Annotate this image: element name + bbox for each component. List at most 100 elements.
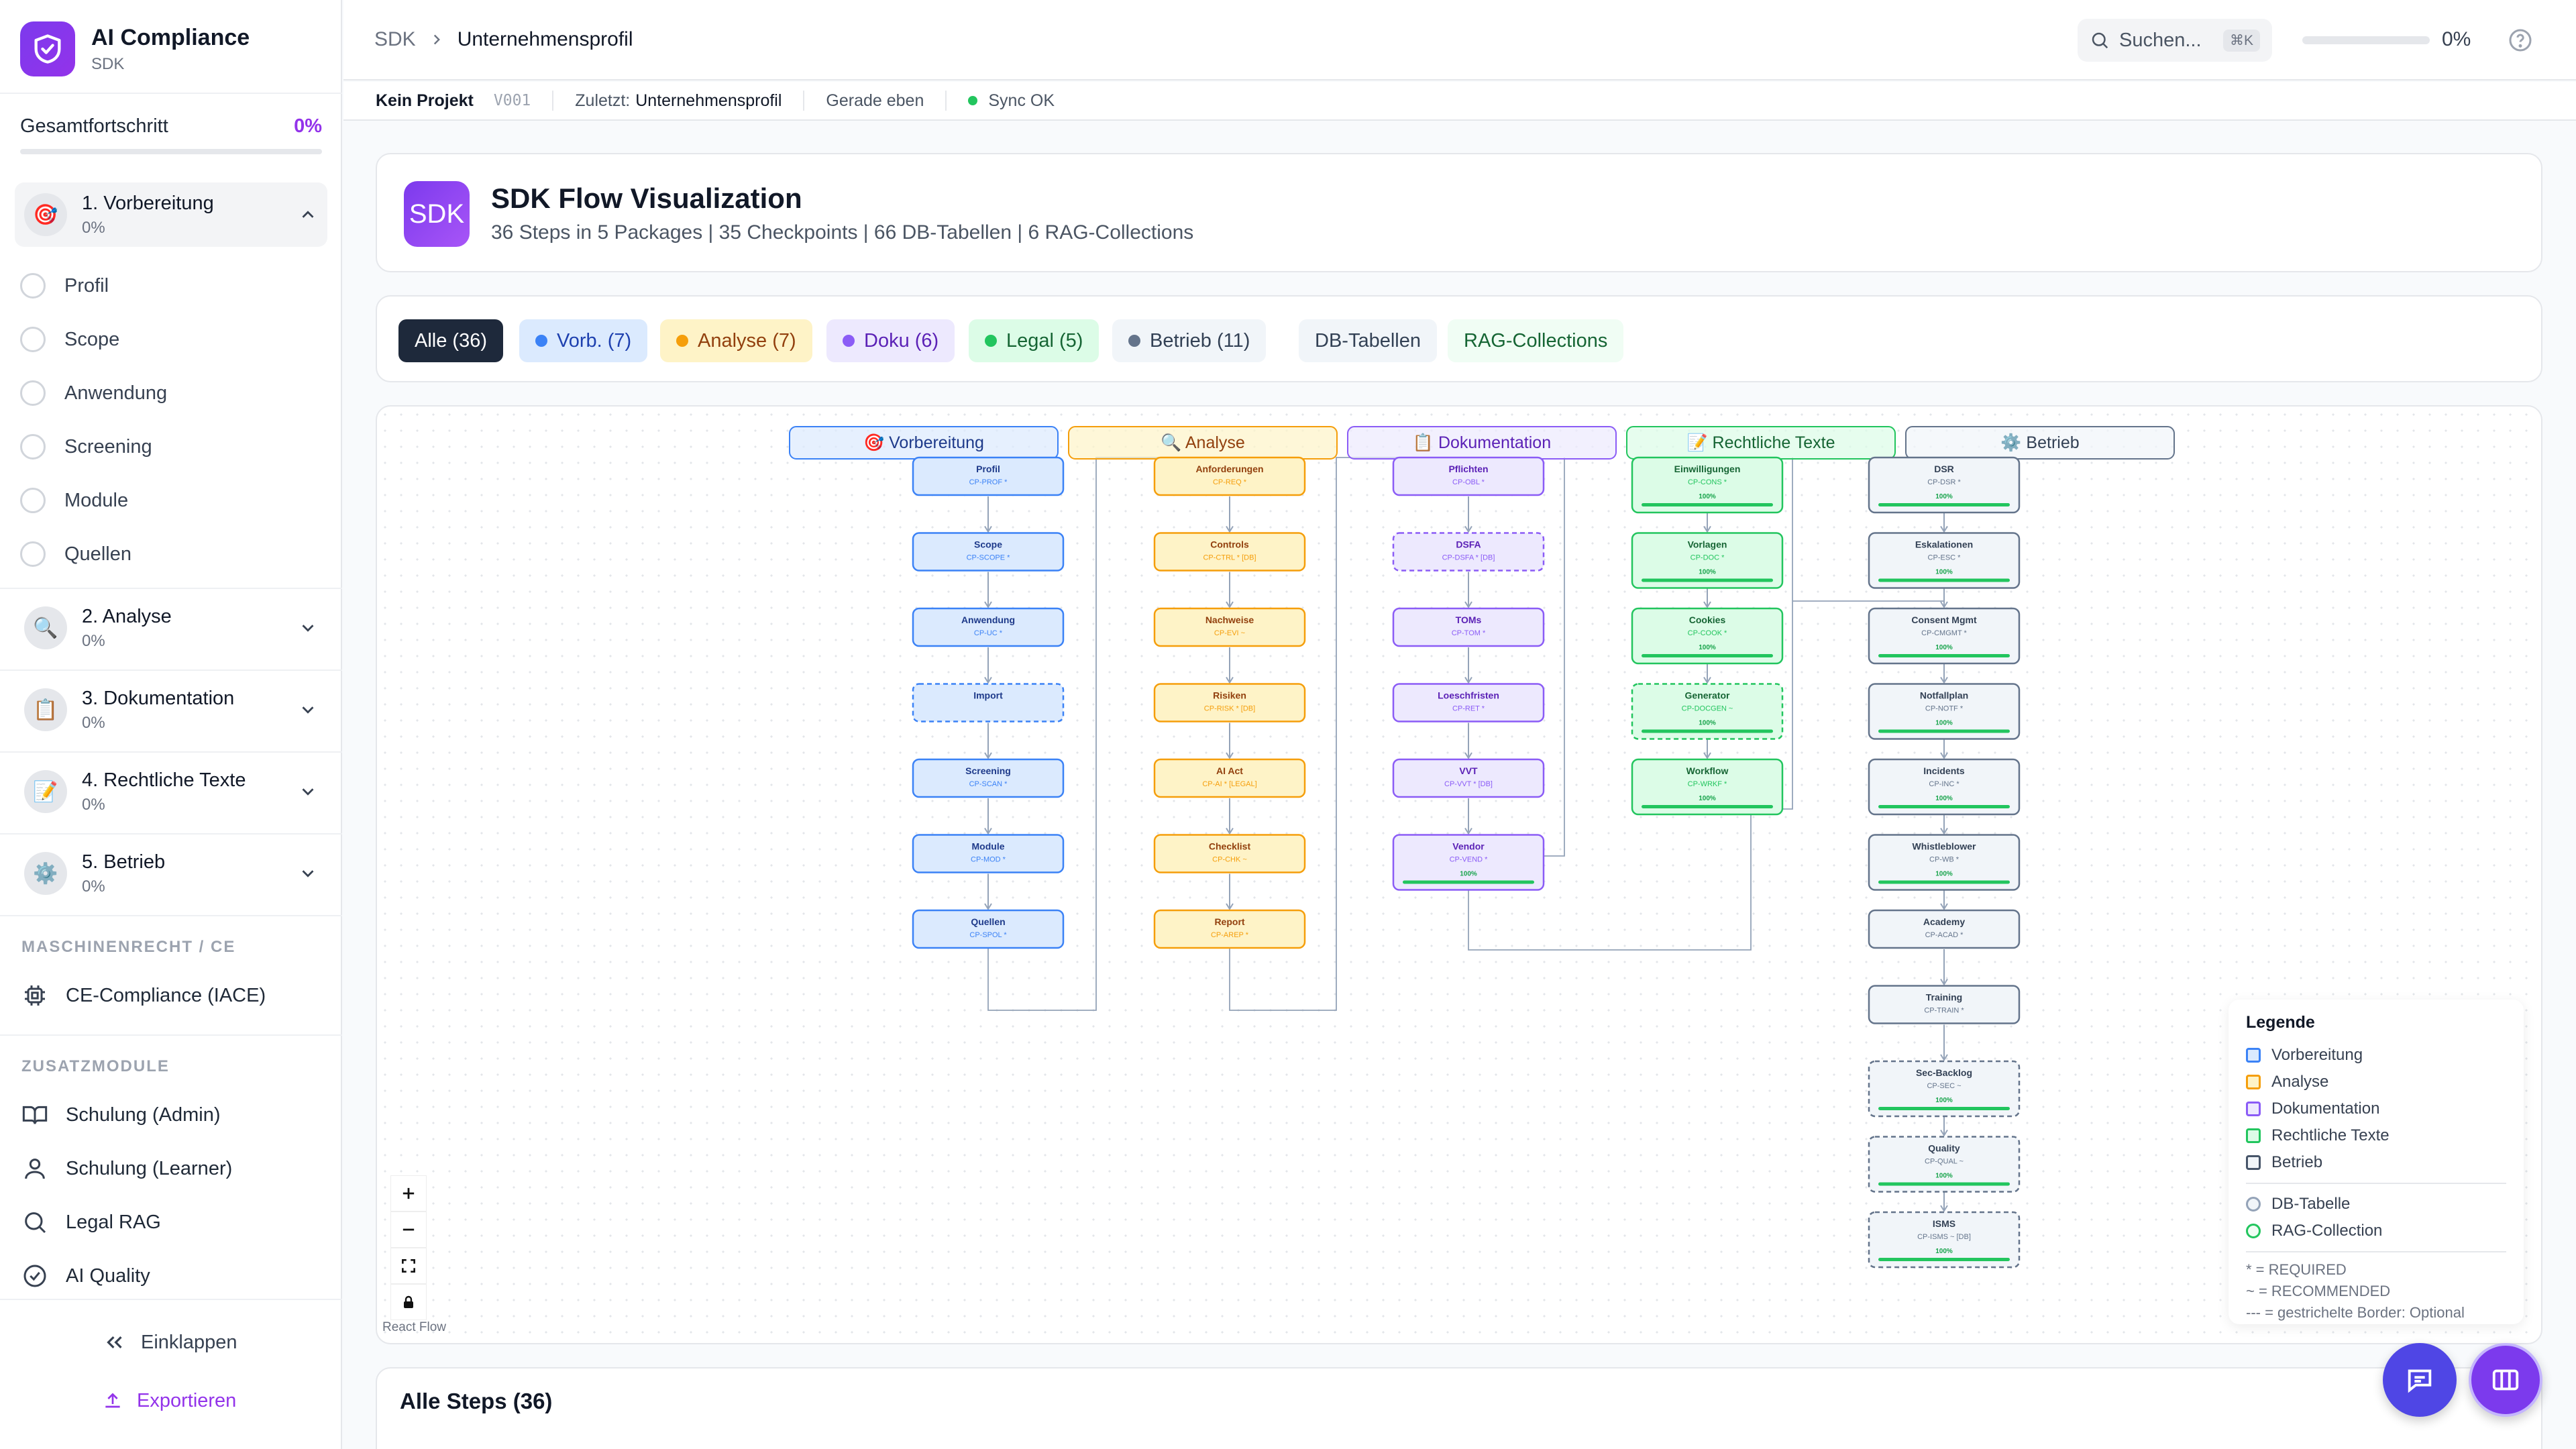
filter-legal[interactable]: Legal (5) xyxy=(969,319,1099,362)
zoom-out-button[interactable] xyxy=(390,1212,427,1248)
panel-toggle-button[interactable] xyxy=(2469,1343,2542,1417)
package-dokumentation[interactable]: 📋 3. Dokumentation 0% xyxy=(15,678,327,742)
saved-status: Gerade eben xyxy=(826,91,924,110)
minus-icon xyxy=(402,1228,415,1231)
filter-rag-collections[interactable]: RAG-Collections xyxy=(1448,319,1624,362)
lock-button[interactable] xyxy=(390,1284,427,1320)
legend-label: Dokumentation xyxy=(2271,1099,2380,1118)
filter-analyse[interactable]: Analyse (7) xyxy=(660,319,812,362)
step-module[interactable]: Module xyxy=(20,488,128,513)
zoom-in-button[interactable] xyxy=(390,1175,427,1212)
link-schulung-admin[interactable]: Schulung (Admin) xyxy=(21,1102,221,1128)
brand[interactable]: AI Compliance SDK xyxy=(20,21,250,76)
status-bar: Kein Projekt V001 Zuletzt: Unternehmensp… xyxy=(343,82,2576,121)
package-header-betrieb[interactable]: ⚙️ Betrieb xyxy=(1905,426,2175,460)
package-betrieb[interactable]: ⚙️ 5. Betrieb 0% xyxy=(15,841,327,906)
breadcrumb-root[interactable]: SDK xyxy=(374,28,416,50)
node-checkpoint: CP-REQ * xyxy=(1213,478,1247,486)
node-box xyxy=(1153,532,1306,572)
help-circle-icon[interactable] xyxy=(2507,27,2534,54)
package-header-dokumentation[interactable]: 📋 Dokumentation xyxy=(1347,426,1617,460)
radio-circle-icon xyxy=(20,434,46,460)
step-screening[interactable]: Screening xyxy=(20,434,152,460)
edge-arrow xyxy=(1940,903,1948,910)
filter-vorbereitung[interactable]: Vorb. (7) xyxy=(519,319,648,362)
project-name[interactable]: Kein Projekt xyxy=(376,91,474,110)
node-progress-label: 100% xyxy=(1460,871,1477,878)
fit-view-button[interactable] xyxy=(390,1248,427,1284)
link-ce-compliance[interactable]: CE-Compliance (IACE) xyxy=(21,982,266,1009)
step-label: Profil xyxy=(64,274,109,297)
filter-db-tabellen[interactable]: DB-Tabellen xyxy=(1299,319,1437,362)
package-analyse[interactable]: 🔍 2. Analyse 0% xyxy=(15,596,327,660)
node-box xyxy=(1153,607,1306,647)
step-anwendung[interactable]: Anwendung xyxy=(20,380,167,406)
filter-betrieb[interactable]: Betrieb (11) xyxy=(1112,319,1267,362)
step-profil[interactable]: Profil xyxy=(20,273,109,299)
filter-all[interactable]: Alle (36) xyxy=(398,319,503,362)
package-vorbereitung[interactable]: 🎯 1. Vorbereitung 0% xyxy=(15,182,327,247)
node-box xyxy=(1868,456,2021,514)
flow-graph[interactable]: 🎯 Vorbereitung 🔍 Analyse 📋 Dokumentation 📝 … xyxy=(377,407,2542,1344)
export-button[interactable]: Exportieren xyxy=(102,1390,236,1412)
lock-icon xyxy=(404,1295,413,1308)
flow-node-import[interactable]: Import xyxy=(912,683,1065,722)
filter-doku[interactable]: Doku (6) xyxy=(826,319,955,362)
react-flow-attribution[interactable]: React Flow xyxy=(382,1320,447,1334)
link-schulung-learner[interactable]: Schulung (Learner) xyxy=(21,1155,232,1182)
flow-canvas[interactable]: 🎯 Vorbereitung 🔍 Analyse 📋 Dokumentation 📝 … xyxy=(376,405,2542,1344)
link-legal-rag[interactable]: Legal RAG xyxy=(21,1209,161,1236)
package-rechtliche-texte[interactable]: 📝 4. Rechtliche Texte 0% xyxy=(15,759,327,824)
node-box xyxy=(1868,1211,2021,1269)
package-header-analyse[interactable]: 🔍 Analyse xyxy=(1068,426,1338,460)
package-header-rechtliche-texte[interactable]: 📝 Rechtliche Texte xyxy=(1626,426,1896,460)
package-header-vorbereitung[interactable]: 🎯 Vorbereitung xyxy=(789,426,1059,460)
node-label: Module xyxy=(972,841,1005,852)
columns-icon xyxy=(2492,1369,2519,1391)
link-ai-quality[interactable]: AI Quality xyxy=(21,1263,150,1289)
filter-label: Analyse (7) xyxy=(698,329,796,352)
node-progress-label: 100% xyxy=(1935,795,1953,802)
collapse-sidebar-button[interactable]: Einklappen xyxy=(102,1330,237,1355)
step-scope[interactable]: Scope xyxy=(20,327,119,352)
step-quellen[interactable]: Quellen xyxy=(20,541,131,567)
chat-button[interactable] xyxy=(2383,1343,2457,1417)
search-input[interactable]: Suchen... ⌘K xyxy=(2078,19,2272,62)
node-checkpoint: CP-AREP * xyxy=(1211,931,1249,939)
